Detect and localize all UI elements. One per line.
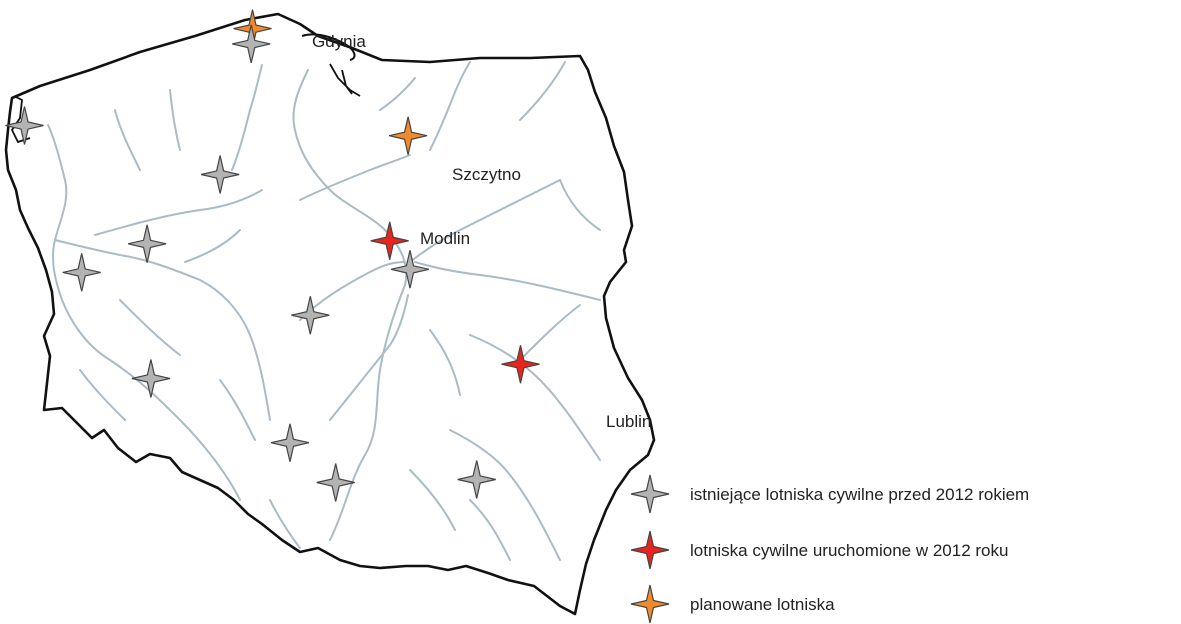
- city-label-gdynia: Gdynia: [312, 32, 366, 51]
- legend-markers: [630, 474, 670, 624]
- airport-marker-modlin: [370, 221, 409, 260]
- airport-marker-poznan: [127, 224, 167, 263]
- legend-label-planned: planowane lotniska: [690, 595, 835, 614]
- airport-marker-bydgoszcz: [200, 155, 240, 194]
- legend: istniejące lotniska cywilne przed 2012 r…: [630, 474, 1029, 624]
- airport-marker-katowice: [270, 423, 310, 462]
- airport-marker-rzeszow: [457, 460, 496, 499]
- airport-markers: [5, 9, 540, 502]
- airport-marker-szczecin: [5, 106, 44, 145]
- city-label-lublin: Lublin: [606, 412, 651, 431]
- vistula-lagoon: [329, 63, 361, 97]
- legend-label-existing: istniejące lotniska cywilne przed 2012 r…: [690, 485, 1029, 504]
- hel-peninsula: [301, 33, 356, 61]
- legend-marker-planned: [630, 584, 670, 624]
- airport-marker-wroclaw: [131, 359, 171, 398]
- legend-marker-existing: [630, 474, 670, 514]
- airport-marker-gdansk: [232, 24, 271, 64]
- airport-marker-zielona-gora: [62, 253, 101, 292]
- airport-marker-lodz: [291, 296, 330, 335]
- legend-label-opened-2012: lotniska cywilne uruchomione w 2012 roku: [690, 541, 1008, 560]
- airport-marker-warszawa: [390, 250, 430, 289]
- poland-border: [4, 12, 656, 616]
- airport-marker-szczytno: [388, 116, 428, 155]
- rivers: [47, 61, 601, 561]
- airport-marker-krakow: [316, 463, 355, 502]
- city-label-szczytno: Szczytno: [452, 165, 521, 184]
- city-label-modlin: Modlin: [420, 229, 470, 248]
- airport-marker-lublin: [501, 345, 540, 384]
- legend-marker-opened-2012: [630, 530, 670, 570]
